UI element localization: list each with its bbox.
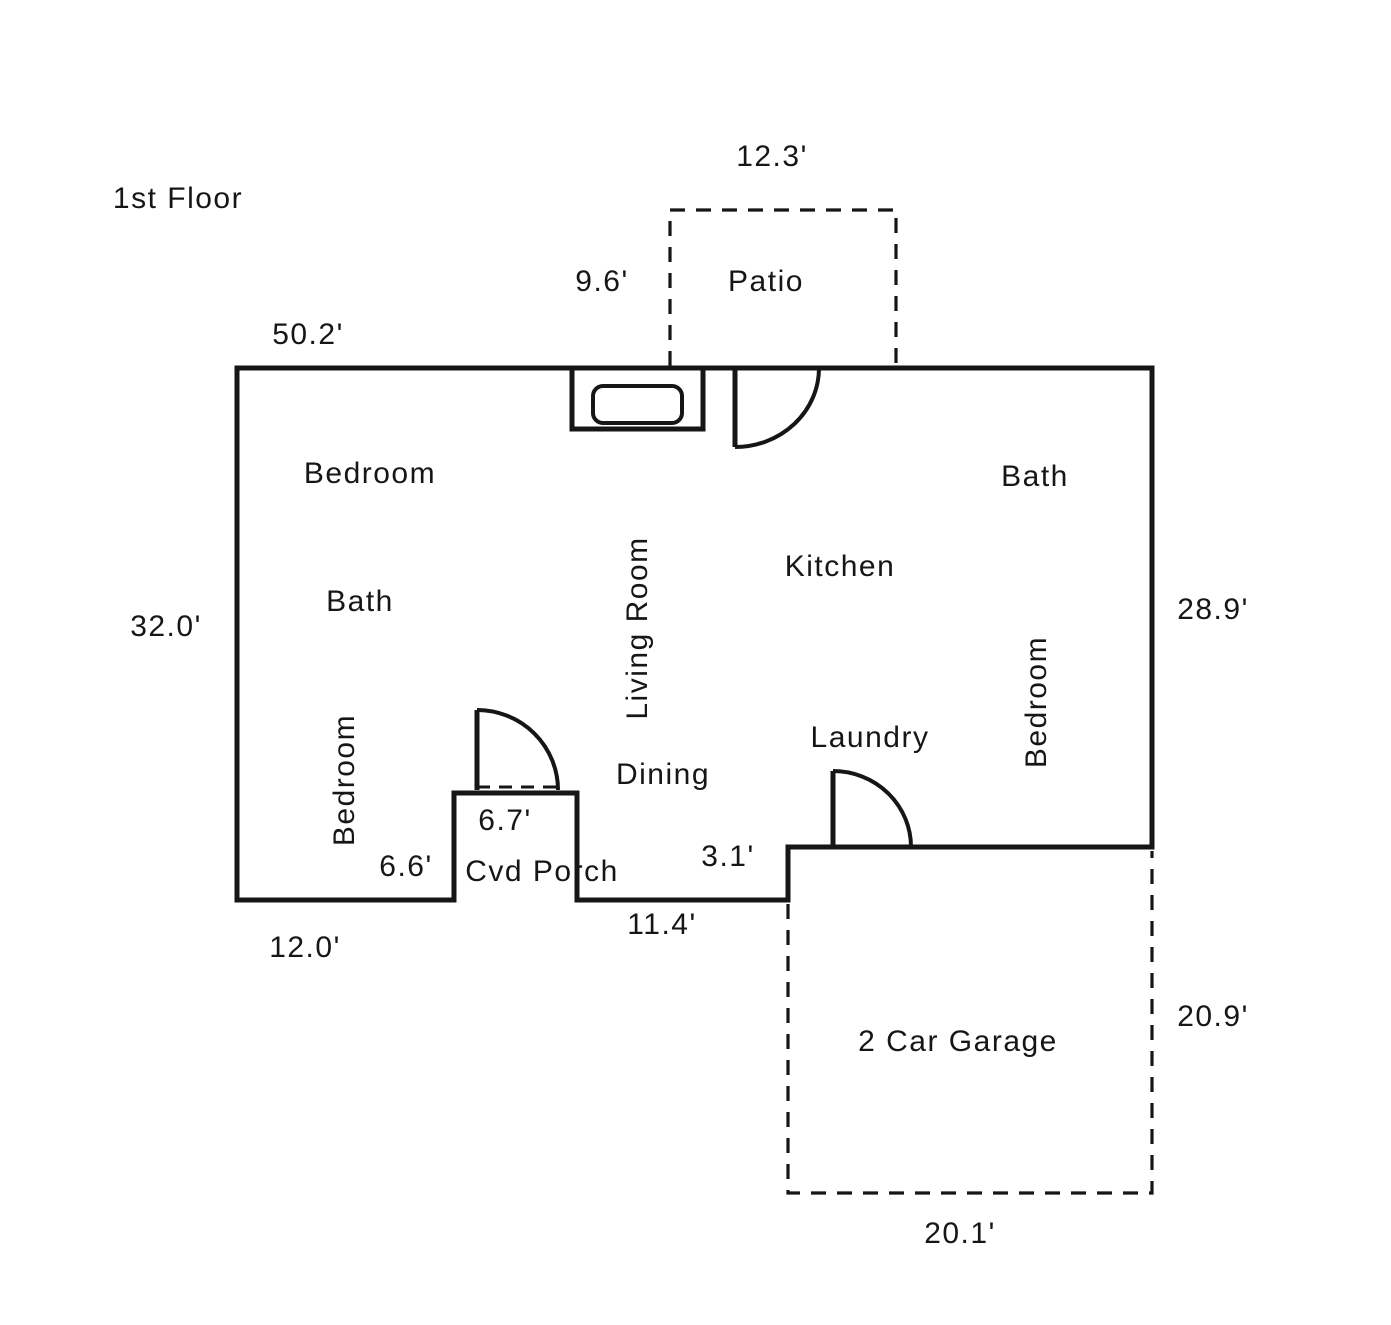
room-label-bath-left: Bath	[326, 585, 394, 618]
patio-door-swing-arc	[734, 367, 821, 449]
room-label-bedroom-left: Bedroom	[328, 714, 361, 846]
room-label-patio: Patio	[728, 265, 804, 298]
dim-porch-width: 6.7'	[478, 804, 531, 837]
patio-outline	[668, 208, 898, 366]
room-label-bedroom-top: Bedroom	[304, 457, 436, 490]
dim-house-right-height: 28.9'	[1177, 593, 1249, 626]
dim-laundry-gap: 3.1'	[701, 840, 754, 873]
room-label-covered-porch: Cvd Porch	[465, 855, 619, 888]
laundry-door	[830, 769, 913, 848]
room-label-bath-right: Bath	[1001, 460, 1069, 493]
window-fixture	[569, 365, 706, 432]
dim-patio-setback: 9.6'	[575, 265, 628, 298]
room-label-garage: 2 Car Garage	[858, 1025, 1058, 1058]
dim-patio-width: 12.3'	[736, 140, 808, 173]
room-label-kitchen: Kitchen	[785, 550, 896, 583]
room-label-living-room: Living Room	[621, 536, 654, 719]
dim-garage-width: 20.1'	[924, 1217, 996, 1250]
floor-title: 1st Floor	[113, 182, 243, 215]
dim-porch-left-gap: 6.6'	[379, 850, 432, 883]
window-outer-frame	[569, 365, 706, 432]
dim-house-width: 50.2'	[272, 318, 344, 351]
room-label-dining: Dining	[616, 758, 710, 791]
porch-door	[474, 708, 560, 791]
porch-door-swing-arc	[476, 708, 560, 791]
dim-bottom-left-width: 12.0'	[269, 931, 341, 964]
patio-door	[732, 367, 821, 449]
window-inner-pane	[591, 384, 684, 425]
dim-house-left-height: 32.0'	[130, 610, 202, 643]
laundry-door-swing-arc	[832, 769, 913, 848]
exterior-walls	[234, 365, 1155, 903]
room-label-bedroom-right: Bedroom	[1020, 636, 1053, 768]
garage-outline	[786, 851, 1154, 1195]
room-label-laundry: Laundry	[811, 721, 930, 754]
dim-garage-height: 20.9'	[1177, 1000, 1249, 1033]
dim-bottom-center-width: 11.4'	[627, 908, 696, 941]
